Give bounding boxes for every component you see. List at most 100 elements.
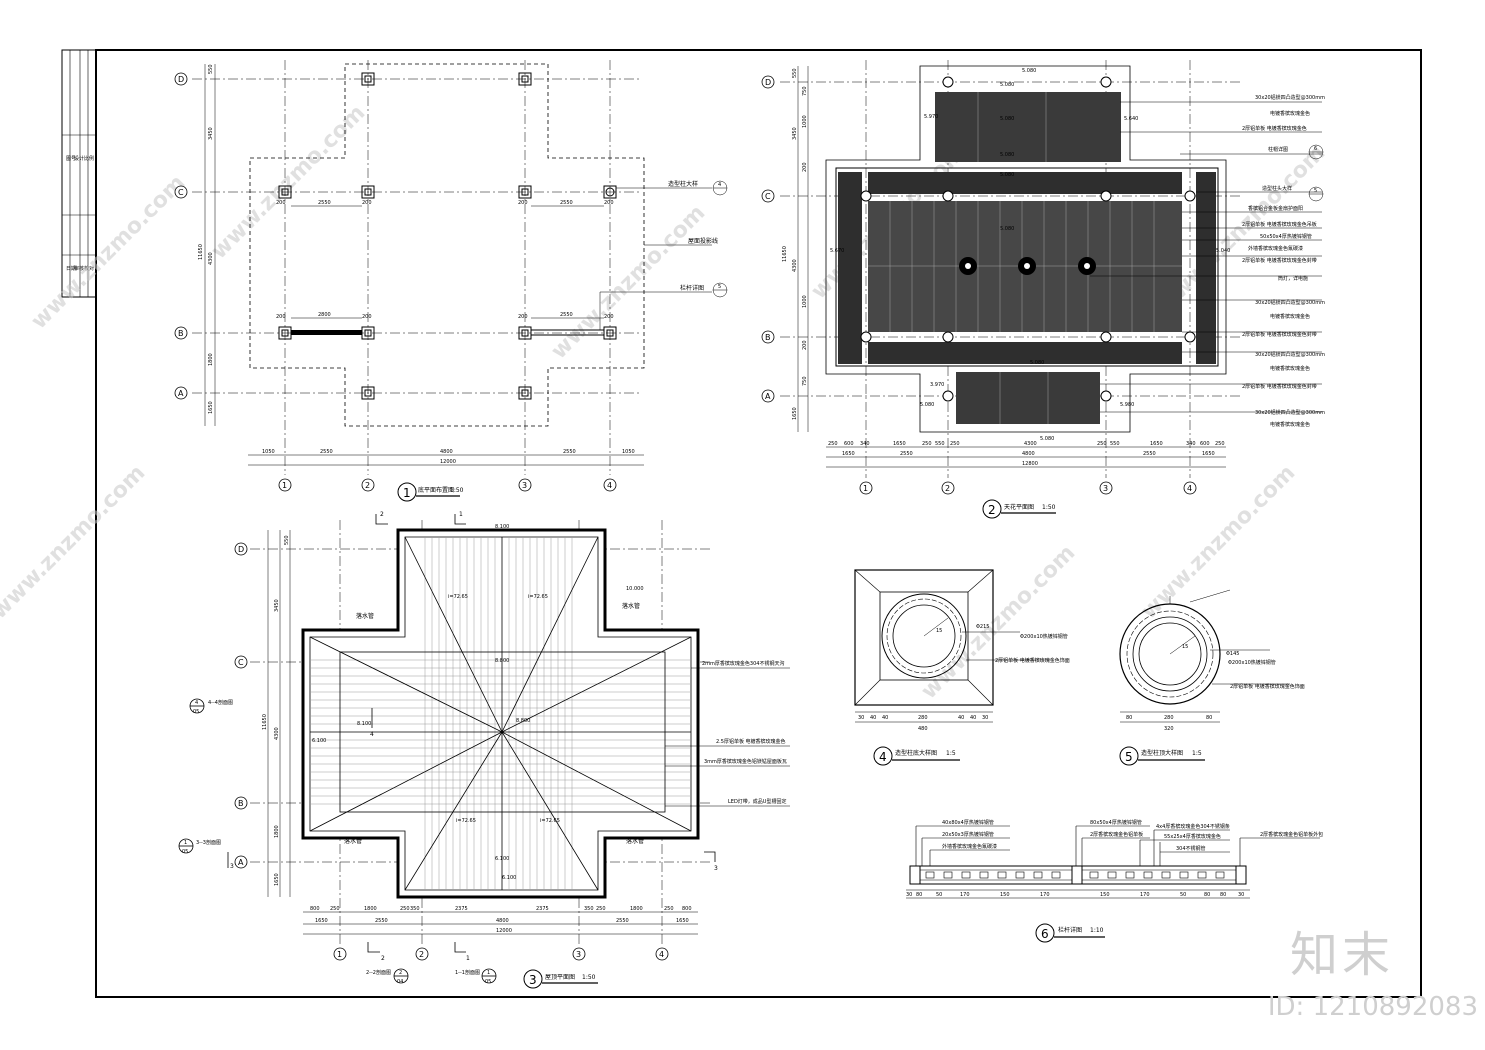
axis-label-row: D — [178, 75, 184, 84]
callout-note: 40x80x4厚热镀锌钢管 — [942, 819, 994, 826]
dim-text: 2550 — [616, 918, 629, 924]
callout-note: Φ200x10热镀锌钢管 — [1020, 633, 1068, 640]
level-mark: 6.100 — [312, 738, 326, 744]
callout-note: 外墙香槟玫瑰金色氟碳漆 — [942, 843, 997, 850]
drawing-scale: 1:10 — [1090, 927, 1104, 934]
callout-note: 2厚香槟玫瑰金色铝单板 — [1090, 831, 1143, 838]
axis-label-row: A — [765, 392, 771, 401]
level-mark: 3.970 — [930, 382, 944, 388]
dim-text: 800 — [682, 906, 692, 912]
dim-text: 250 — [950, 441, 960, 447]
level-mark: 5.970 — [924, 114, 938, 120]
axis-label-col: 4 — [659, 950, 664, 959]
drawing-title: 天花平面图 — [1004, 503, 1034, 511]
callout-note: 柱帽详图 — [1268, 146, 1288, 153]
section-ref-sheet: 05 — [182, 849, 188, 855]
dim-text: 550 — [208, 64, 214, 74]
dim-text: 750 — [802, 376, 808, 386]
drawing-title: 造型柱底大样图 — [895, 749, 937, 757]
dim-text: 2550 — [560, 200, 573, 206]
axis-label-row: A — [178, 389, 184, 398]
callout-note: 4x4厚香槟玫瑰金色304不锈钢条 — [1156, 823, 1230, 830]
section-ref-number: 1 — [487, 970, 490, 976]
axis-label-col: 2 — [419, 950, 424, 959]
axis-label-col: 4 — [1187, 484, 1192, 493]
dim-text: 1800 — [274, 825, 280, 838]
section-ref-sheet: 05 — [485, 979, 491, 985]
drawing-scale: 1:50 — [582, 974, 596, 981]
downspout-label: 落水管 — [622, 602, 640, 610]
callout-note: 2.5厚铝单板 电镀香槟玫瑰金色 — [716, 738, 786, 745]
sheet-frame — [61, 49, 1422, 998]
level-mark: 8.800 — [495, 658, 509, 664]
level-mark: 5.080 — [1030, 360, 1044, 366]
dim-text: 550 — [1110, 441, 1120, 447]
dim-text: 280 — [918, 715, 928, 721]
drawing-title: 栏杆详图 — [1058, 926, 1082, 934]
dim-radius: Φ145 — [1226, 651, 1239, 657]
dim-text: 1650 — [1202, 451, 1215, 457]
dim-text: 170 — [1140, 892, 1150, 898]
dim-total: 12000 — [440, 459, 456, 465]
title-block-label: 审核 — [74, 265, 84, 272]
section-ref-number: 4 — [195, 700, 198, 706]
callout-note: 3mm厚香槟玫瑰金色铝镁锰屋面板瓦 — [704, 758, 787, 765]
dim-text: 200 — [362, 314, 372, 320]
level-mark: 6.100 — [502, 875, 516, 881]
cut-mark: 3 — [230, 863, 234, 870]
callout-note: 2厚铝单板 电镀香槟玫瑰金色饰面 — [995, 657, 1070, 664]
level-mark: 5.080 — [1000, 226, 1014, 232]
dim-text: 4800 — [1022, 451, 1035, 457]
cut-mark: 3 — [714, 865, 718, 872]
dim-text: 1650 — [893, 441, 906, 447]
ceiling-panel — [838, 172, 862, 364]
ref-number: 4 — [718, 182, 721, 188]
level-mark: 10.000 — [626, 586, 644, 592]
axis-label-col: 2 — [945, 484, 950, 493]
level-mark: 5.080 — [1022, 68, 1036, 74]
plan-2-ceiling: D C B A 1 2 3 4 5.080 5.080 5.970 5.080 … — [761, 60, 1325, 519]
dim-text: 30 — [858, 715, 864, 721]
drawing-scale: 1:50 — [450, 487, 464, 494]
dim-text: 250 — [1097, 441, 1107, 447]
dim-text: 550 — [935, 441, 945, 447]
watermark-text: www.znzmo.com — [27, 170, 191, 334]
dim-text: 750 — [802, 86, 808, 96]
slope-mark: i=72.65 — [528, 594, 548, 600]
dim-text: 200 — [276, 314, 286, 320]
watermark-text: www.znzmo.com — [207, 100, 371, 264]
dim-text: 150 — [1000, 892, 1010, 898]
dim-text: 4800 — [440, 449, 453, 455]
dim-text: 2550 — [900, 451, 913, 457]
dim-text: 250 — [400, 906, 410, 912]
callout-note: LED灯带，成品U型槽固定 — [728, 798, 786, 805]
drawing-title: 造型柱顶大样图 — [1141, 749, 1183, 757]
callout-note: 香槟铝合金板金扇护面阳 — [1248, 205, 1303, 212]
dim-text: 350 — [410, 906, 420, 912]
level-mark: 5.080 — [920, 402, 934, 408]
dim-text: 200 — [518, 314, 528, 320]
dim-text: 200 — [276, 200, 286, 206]
callout-note: 2厚铝单板 电镀香槟玫瑰金色吊板 — [1242, 221, 1317, 228]
title-block-label: 校对 — [84, 265, 94, 272]
callout-note: 屋面投影线 — [688, 237, 718, 245]
dim-text: 1000 — [802, 115, 808, 128]
drawing-number: 6 — [1041, 927, 1049, 941]
callout-note: 2mm厚香槟玫瑰金色304不锈钢天沟 — [702, 660, 784, 667]
level-mark: 8.800 — [516, 718, 530, 724]
callout-note: 电镀香槟玫瑰金色 — [1270, 365, 1310, 372]
drawing-title: 底平面布置图 — [418, 486, 454, 494]
dim-total: 320 — [1164, 726, 1174, 732]
section-label: 3--3剖面图 — [196, 839, 221, 846]
axis-label-row: B — [238, 799, 244, 808]
callout-note: 造型柱大样 — [668, 180, 698, 188]
callout-note: 304不锈钢管 — [1176, 845, 1206, 852]
section-label: 4--4剖面图 — [208, 699, 233, 706]
dim-text: 340 — [1186, 441, 1196, 447]
dim-total: 11650 — [198, 244, 204, 260]
section-label: 1--1剖面图 — [455, 969, 480, 976]
dim-text: 2375 — [455, 906, 468, 912]
drawing-number: 4 — [879, 750, 887, 764]
callout-note: 造型柱头大样 — [1262, 185, 1292, 192]
ref-number: 6 — [1314, 146, 1317, 152]
